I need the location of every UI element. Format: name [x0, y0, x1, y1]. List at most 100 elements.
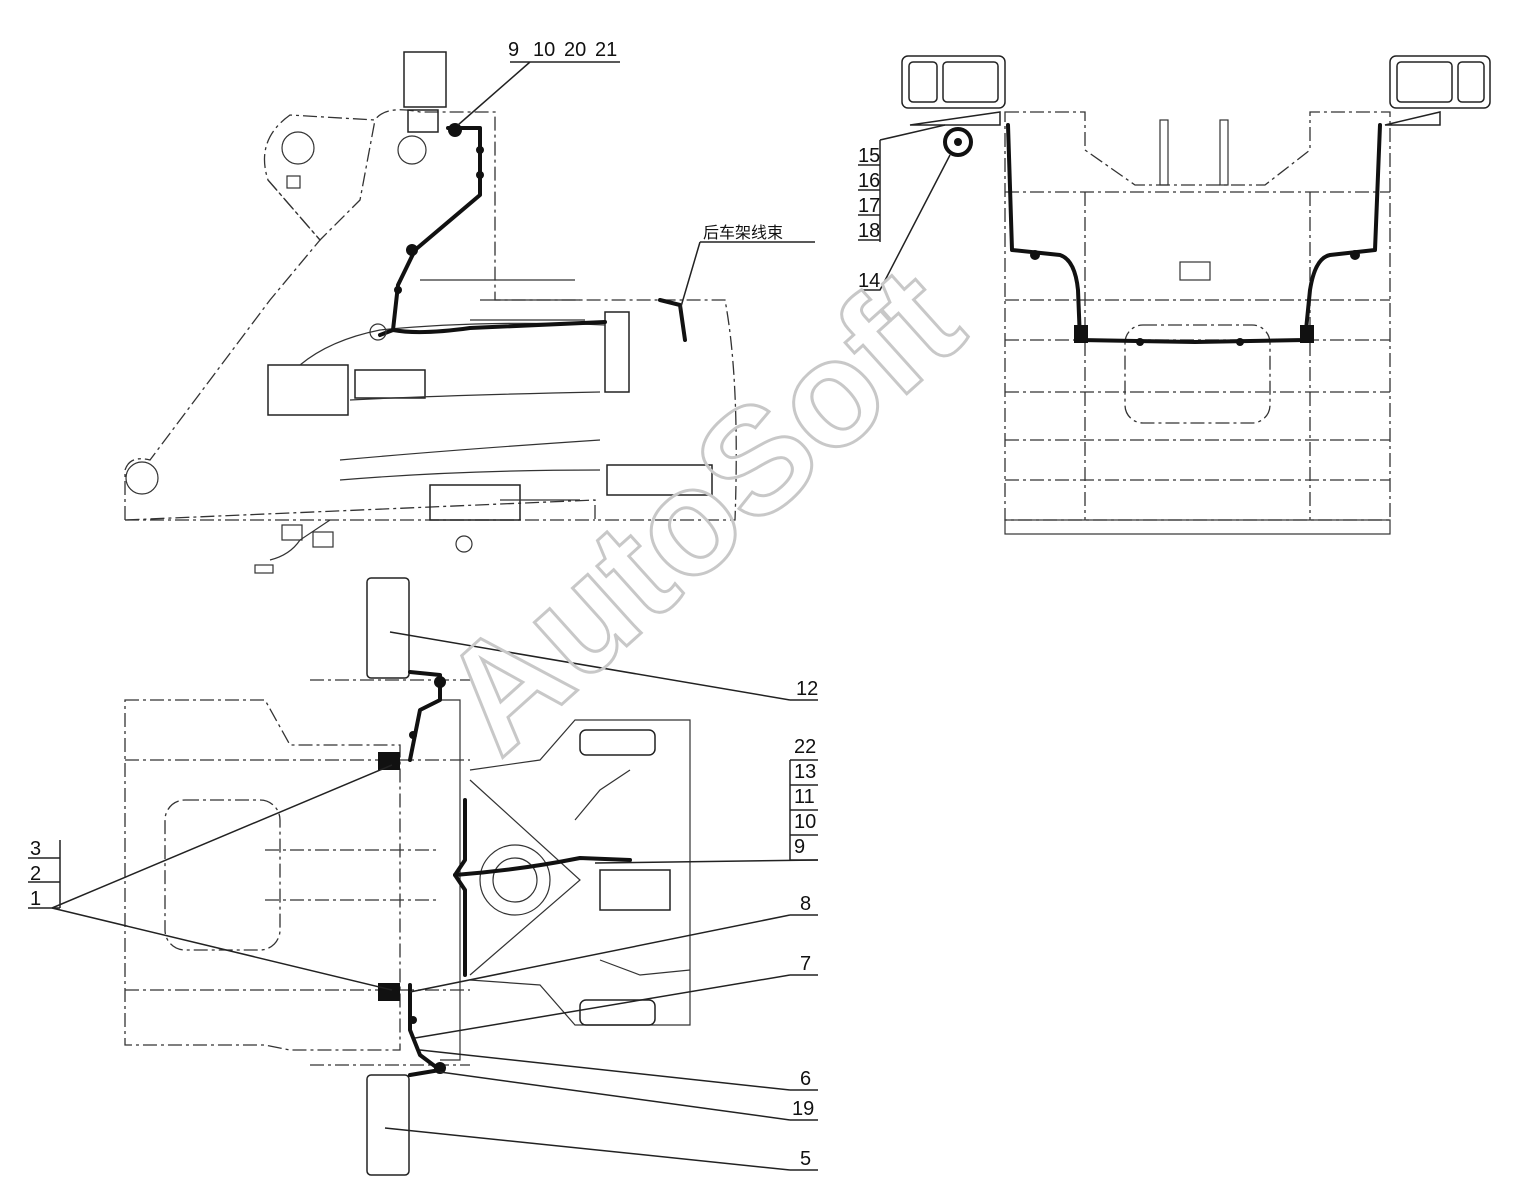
callout-1: 1: [30, 888, 41, 910]
rail: [1159, 119, 1169, 186]
right-lamp-lens: [1457, 61, 1485, 103]
lifting-eye: [125, 461, 159, 495]
rear-lamp: [403, 51, 447, 108]
callout-6: 6: [800, 1068, 811, 1090]
harness-connector: [1300, 325, 1314, 343]
harness-top-upper: [408, 670, 442, 762]
top-lamp: [366, 577, 410, 679]
hook: [455, 535, 473, 553]
harness-clip: [1030, 250, 1040, 260]
callout-10: 10: [794, 811, 816, 833]
left-lamp: [901, 55, 1006, 109]
harness-top-branch: [453, 856, 632, 877]
callout-19: 19: [792, 1098, 814, 1120]
leader-12: [389, 631, 818, 701]
front-component: [579, 999, 656, 1026]
harness-clip: [409, 1016, 417, 1024]
harness-connector: [1074, 325, 1088, 343]
rails: [420, 279, 585, 501]
frame-cross-members: [1005, 191, 1390, 481]
left-lamp-bracket: [909, 111, 1001, 126]
rear-frame-outline: [124, 109, 737, 521]
frame-opening: [164, 799, 281, 951]
callout-stack-lines: [28, 840, 61, 909]
articulation-arms: [469, 779, 581, 976]
component: [354, 369, 426, 399]
harness-clip: [476, 146, 484, 154]
harness-clip: [448, 123, 462, 137]
harness-rear: [658, 298, 687, 342]
frame-opening: [1124, 324, 1271, 424]
callout-leader: [51, 764, 393, 991]
frame-base: [1004, 519, 1391, 535]
callout-18: 18: [858, 220, 880, 242]
right-lamp-bracket: [1384, 111, 1441, 126]
callout-20: 20: [564, 39, 586, 61]
harness-grommet: [369, 323, 387, 341]
callout-13: 13: [794, 761, 816, 783]
harness-side-branch: [391, 320, 607, 335]
harness-connector: [378, 752, 400, 770]
frame-cross-members: [125, 759, 470, 991]
leader-5: [384, 1127, 818, 1171]
connector: [254, 564, 274, 574]
harness-rear: [1006, 123, 1382, 344]
harness-clip: [394, 286, 402, 294]
leader-7: [414, 974, 818, 1039]
front-frame: [469, 719, 691, 1026]
lamp-bracket: [407, 109, 439, 133]
front-component: [579, 729, 656, 756]
harness-top-lower: [408, 983, 442, 1077]
articulation-pin: [492, 857, 538, 903]
frame-plate: [267, 119, 376, 241]
callout-9: 9: [508, 39, 519, 61]
articulation-pivot: [479, 844, 551, 916]
callout-16: 16: [858, 170, 880, 192]
pad: [312, 531, 334, 548]
callout-3: 3: [30, 838, 41, 860]
callout-10: 10: [533, 39, 555, 61]
harness-clip: [476, 171, 484, 179]
horn: [943, 127, 973, 157]
pad: [281, 524, 303, 541]
mount-bolt: [286, 175, 301, 189]
harness-clip: [434, 1062, 446, 1074]
callout-leader: [594, 859, 819, 864]
callout-2: 2: [30, 863, 41, 885]
leader-19: [439, 1071, 818, 1121]
harness-clip: [1350, 250, 1360, 260]
callout-7: 7: [800, 953, 811, 975]
rear-frame-harness-label: 后车架线束: [703, 223, 783, 242]
rails: [310, 679, 470, 1066]
rail: [1219, 119, 1229, 186]
rear-view: 15 16 17 18 14: [858, 55, 1491, 535]
harness-leader: [679, 241, 815, 311]
pump-unit: [606, 464, 713, 496]
valve-unit: [599, 869, 671, 911]
harness-clip: [434, 676, 446, 688]
valve-block: [267, 364, 349, 416]
bracket: [429, 484, 521, 521]
harness-clip: [406, 244, 418, 256]
callout-12: 12: [796, 678, 818, 700]
callout-leader: [457, 61, 620, 126]
hoses: [299, 322, 606, 481]
pin-hole: [397, 135, 427, 165]
left-lamp-lens: [942, 61, 999, 103]
pin-hole: [281, 131, 315, 165]
relay-box: [604, 311, 630, 393]
left-lamp-lens: [908, 61, 938, 103]
callout-leader: [860, 124, 951, 291]
block: [1179, 261, 1211, 281]
front-hoses: [574, 769, 691, 976]
callout-stack-lines: [858, 164, 880, 241]
callout-11: 11: [794, 786, 815, 808]
callout-9: 9: [794, 836, 805, 858]
bottom-lamp: [366, 1074, 410, 1176]
leader-6: [419, 1049, 818, 1091]
side-view: 9 10 20 21 后车架线束: [124, 39, 815, 574]
harness-clip: [1136, 338, 1144, 346]
callout-17: 17: [858, 195, 880, 217]
harness-connector: [378, 983, 400, 1001]
frame-uprights: [1084, 192, 1311, 520]
